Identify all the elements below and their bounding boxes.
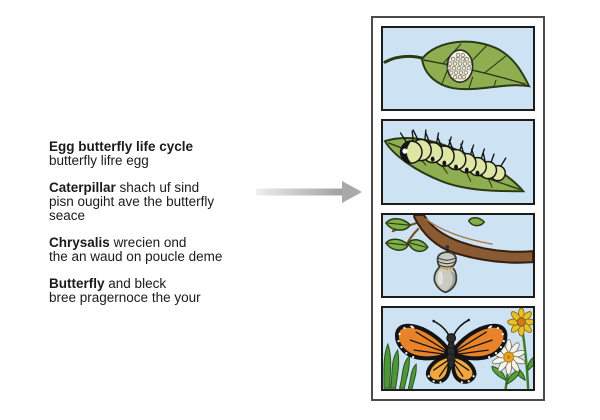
butterfly-icon bbox=[383, 307, 533, 389]
section-chrysalis-line-2: the an waud on poucle deme bbox=[49, 249, 223, 264]
section-egg: Egg butterfly life cycle butterfly lifre… bbox=[49, 140, 274, 168]
caterpillar-icon bbox=[383, 129, 526, 193]
panel-butterfly bbox=[381, 305, 535, 391]
section-chrysalis: Chrysalis wrecien ond the an waud on pou… bbox=[49, 236, 274, 264]
egg-on-leaf-icon bbox=[383, 40, 531, 91]
daisy-flower bbox=[491, 338, 526, 389]
section-butterfly-line-1: and bleck bbox=[108, 276, 167, 291]
yellow-flower bbox=[507, 307, 533, 389]
section-caterpillar-line-3: seace bbox=[49, 208, 86, 223]
section-butterfly-heading: Butterfly bbox=[49, 276, 105, 291]
section-chrysalis-line-1: wrecien ond bbox=[113, 235, 187, 250]
panel-egg bbox=[381, 26, 535, 112]
section-egg-heading: Egg butterfly life cycle bbox=[49, 139, 194, 154]
panel-caterpillar bbox=[381, 119, 535, 205]
branch-leaves bbox=[384, 216, 486, 252]
caterpillar bbox=[399, 129, 507, 182]
panel-chrysalis bbox=[381, 212, 535, 298]
section-caterpillar-line-2: pisn ougiht ave the butterfly bbox=[49, 194, 215, 209]
section-egg-line: butterfly lifre egg bbox=[49, 153, 149, 168]
egg-cluster bbox=[446, 49, 474, 83]
butterfly bbox=[394, 318, 508, 384]
grass bbox=[383, 342, 417, 389]
flow-arrow-icon bbox=[256, 179, 362, 205]
life-cycle-board bbox=[371, 16, 545, 401]
branch bbox=[391, 214, 533, 264]
section-caterpillar-line-1: shach uf sind bbox=[119, 180, 200, 195]
section-butterfly-line-2: bree pragernoce the your bbox=[49, 290, 201, 305]
section-caterpillar: Caterpillar shach uf sind pisn ougiht av… bbox=[49, 181, 274, 223]
life-cycle-text-column: Egg butterfly life cycle butterfly lifre… bbox=[49, 140, 274, 318]
chrysalis bbox=[433, 244, 458, 293]
section-butterfly: Butterfly and bleck bree pragernoce the … bbox=[49, 277, 274, 305]
section-caterpillar-heading: Caterpillar bbox=[49, 180, 116, 195]
section-chrysalis-heading: Chrysalis bbox=[49, 235, 110, 250]
chrysalis-icon bbox=[384, 214, 533, 293]
